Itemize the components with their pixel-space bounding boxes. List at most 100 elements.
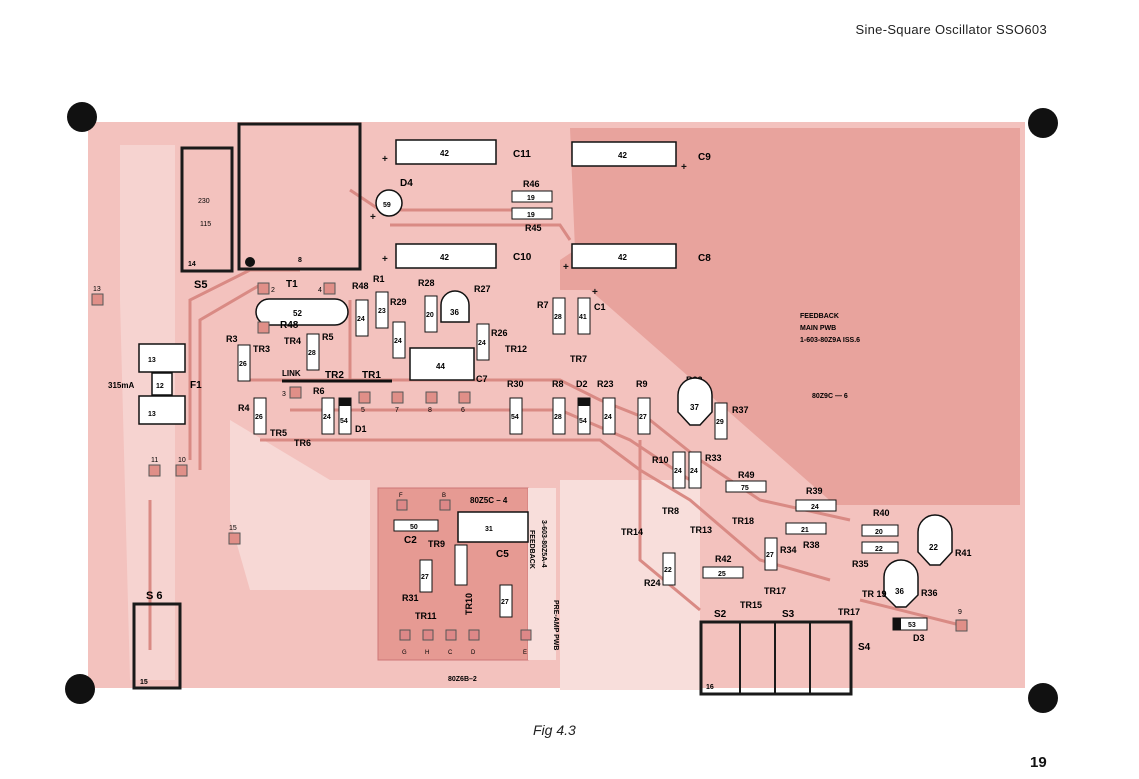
label-d3: D3 <box>913 633 925 643</box>
label-tr6: TR6 <box>294 438 311 448</box>
pad-7 <box>391 391 404 404</box>
cap-c9-value: 42 <box>618 151 627 160</box>
cap-c8-body <box>571 243 677 269</box>
fuse-holder-bottom <box>138 395 186 425</box>
label-tr12: TR12 <box>505 344 527 354</box>
pad-8 <box>425 391 438 404</box>
label-r10: R10 <box>652 455 669 465</box>
preamp-title: 80Z5C – 4 <box>470 496 508 505</box>
pad-10 <box>175 464 188 477</box>
res-r28-body <box>424 295 438 333</box>
label-r26: R26 <box>491 328 508 338</box>
preamp-vertical-pwb: PRE-AMP PWB <box>552 600 559 650</box>
cap-c9-body <box>571 141 677 167</box>
pad-2 <box>257 282 270 295</box>
pad-13-label: 13 <box>93 286 101 293</box>
preamp-pad-g <box>399 629 411 641</box>
res-r37-body <box>714 402 728 440</box>
preamp-pad-c <box>445 629 457 641</box>
preamp-term-b: B <box>442 493 446 499</box>
preamp-term-h: H <box>425 650 429 656</box>
transformer-pin-1 <box>245 257 255 267</box>
res-r30-body <box>509 397 523 435</box>
res-r6-body <box>321 397 335 435</box>
label-r5: R5 <box>322 332 334 342</box>
s6-num: 15 <box>140 679 148 686</box>
res-r48-body <box>355 299 369 337</box>
pad-5-label: 5 <box>361 407 365 414</box>
r40-a-value: 20 <box>875 529 883 536</box>
r45-value: 19 <box>527 212 535 219</box>
corner-mark-tr <box>1028 108 1058 138</box>
label-r42: R42 <box>715 554 732 564</box>
figure-caption: Fig 4.3 <box>533 722 576 738</box>
s5-num: 14 <box>188 261 196 268</box>
r1-value: 23 <box>378 308 386 315</box>
label-r24: R24 <box>644 578 661 588</box>
preamp-term-g: G <box>402 650 407 656</box>
pad-10-label: 10 <box>178 457 186 464</box>
preamp-term-f: F <box>399 493 403 499</box>
label-d2: D2 <box>576 379 588 389</box>
res-r33-body <box>688 451 702 489</box>
preamp-r-27b <box>499 584 513 618</box>
res-r26-body <box>476 323 490 361</box>
r41-value: 22 <box>929 543 938 552</box>
r8-value: 28 <box>554 414 562 421</box>
trimmer-r36 <box>883 559 919 608</box>
diode-d1-band <box>339 398 351 406</box>
plus-mark: + <box>563 262 569 273</box>
label-r46: R46 <box>523 179 540 189</box>
preamp-c2-value: 50 <box>410 524 418 531</box>
label-r27: R27 <box>474 284 491 294</box>
cap-c7-body <box>409 347 475 381</box>
trimmer-r41 <box>917 514 953 566</box>
label-c11: C11 <box>513 149 531 160</box>
fuse-rating: 315mA <box>108 381 134 390</box>
preamp-c2-body <box>393 519 439 532</box>
res-r8-body <box>552 397 566 435</box>
plus-mark: + <box>382 254 388 265</box>
c1-value: 41 <box>579 314 587 321</box>
trimmer-r32 <box>677 377 713 426</box>
pad-2-label: 2 <box>271 287 275 294</box>
transformer-num: 8 <box>298 257 302 264</box>
diode-d3-band <box>893 618 901 630</box>
pad-3 <box>289 386 302 399</box>
fuse-bottom-value: 13 <box>148 411 156 418</box>
r46-value: 19 <box>527 195 535 202</box>
res-r42-body <box>702 566 744 579</box>
label-t1: T1 <box>286 279 298 290</box>
label-r33: R33 <box>705 453 722 463</box>
label-r1: R1 <box>373 274 385 284</box>
label-r36: R36 <box>921 588 938 598</box>
label-s3: S3 <box>782 609 795 620</box>
preamp-pad-h <box>422 629 434 641</box>
r26-value: 24 <box>478 340 486 347</box>
res-r49-body <box>725 480 767 493</box>
pad-9-label: 9 <box>958 609 962 616</box>
label-link: LINK <box>282 369 301 378</box>
label-r31: R31 <box>402 593 419 603</box>
label-tr10: TR10 <box>464 593 474 615</box>
diode-d4-body <box>375 189 403 217</box>
preamp-r-27a <box>419 559 433 593</box>
label-r3: R3 <box>226 334 238 344</box>
label-tr4: TR4 <box>284 336 301 346</box>
res-r3-body <box>237 344 251 382</box>
board-cutout-mid <box>230 420 370 590</box>
r42-value: 25 <box>718 571 726 578</box>
label-r29: R29 <box>390 297 407 307</box>
label-tr15: TR15 <box>740 600 762 610</box>
res-r45-body <box>511 207 553 220</box>
transformer-outline <box>237 122 362 271</box>
label-r34: R34 <box>780 545 797 555</box>
diode-d2-band <box>578 398 590 406</box>
pad-13 <box>91 293 104 306</box>
label-r41: R41 <box>955 548 972 558</box>
r40-b-value: 22 <box>875 546 883 553</box>
r34-value: 27 <box>766 552 774 559</box>
note-part-number: 1-603-80Z9A ISS.6 <box>800 337 860 344</box>
r9-value: 27 <box>639 414 647 421</box>
